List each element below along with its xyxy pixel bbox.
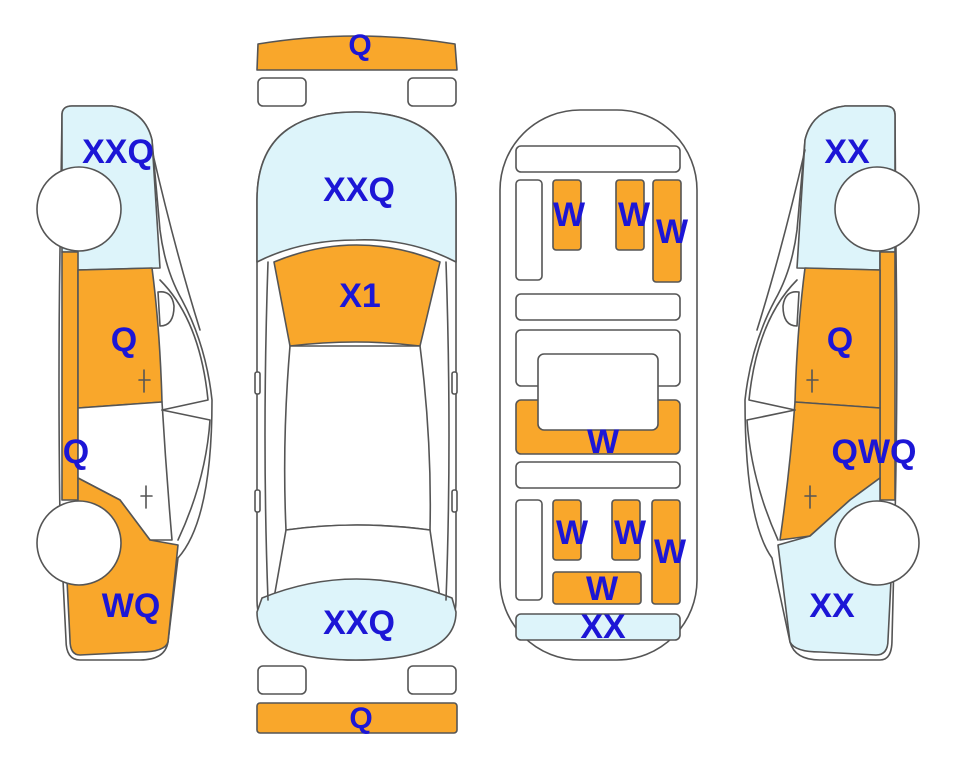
windshield-label: X1 [339, 277, 381, 315]
floor-rear-right-panel[interactable] [651, 499, 681, 605]
hood-panel[interactable] [256, 111, 457, 263]
right-rear-door-label: QWQ [831, 433, 917, 471]
trunk-panel[interactable] [256, 578, 457, 661]
floor-rear-panel-label: XX [580, 608, 626, 646]
left-rear-wheel [36, 500, 122, 586]
left-front-wheel [36, 166, 122, 252]
floor-rear-left-label: W [555, 514, 589, 552]
front-bumper-panel[interactable] [256, 35, 458, 71]
left-side-view [36, 105, 213, 661]
right-rear-quarter-label: XX [809, 587, 855, 625]
floor-rear-lower-panel[interactable] [515, 613, 681, 641]
left-rocker-label: Q [62, 433, 90, 471]
right-rear-wheel [834, 500, 920, 586]
underbody-view [499, 109, 698, 661]
left-rear-quarter-label: WQ [101, 587, 161, 625]
front-bumper-label: Q [348, 29, 372, 62]
floor-center-label: W [586, 423, 620, 461]
floor-rear-mid-panel[interactable] [611, 499, 641, 561]
right-side-view [744, 105, 920, 661]
floor-front-mid-panel[interactable] [615, 179, 645, 251]
floor-rear-bar-panel[interactable] [552, 571, 642, 605]
rear-bumper-label: Q [349, 702, 373, 735]
hood-label: XXQ [323, 171, 395, 209]
floor-front-mid-label: W [617, 196, 651, 234]
floor-front-left-panel[interactable] [552, 179, 582, 251]
floor-rear-bar-label: W [585, 570, 619, 608]
floor-front-right-panel[interactable] [652, 179, 682, 283]
floor-rear-left-panel[interactable] [552, 499, 582, 561]
left-front-fender-label: XXQ [82, 133, 154, 171]
floor-rear-right-label: W [653, 533, 687, 571]
left-front-door-label: Q [110, 321, 138, 359]
top-view [254, 35, 458, 734]
rear-bumper-panel[interactable] [256, 702, 458, 734]
trunk-label: XXQ [323, 604, 395, 642]
right-front-fender-label: XX [824, 133, 870, 171]
right-front-wheel [834, 166, 920, 252]
right-front-door-label: Q [826, 321, 854, 359]
floor-front-left-label: W [552, 196, 586, 234]
floor-rear-mid-label: W [613, 514, 647, 552]
floor-front-right-label: W [655, 213, 689, 251]
windshield-panel[interactable] [273, 244, 441, 347]
